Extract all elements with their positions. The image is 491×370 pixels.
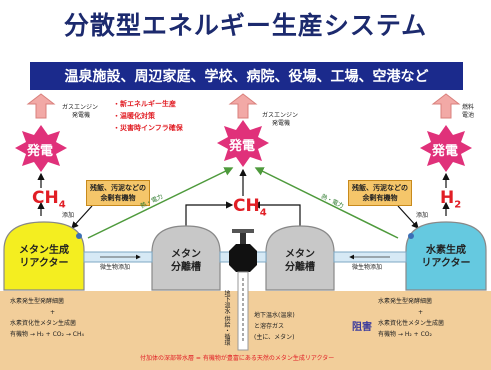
- gas-left: CH4: [32, 188, 66, 211]
- benefit-item: ・新エネルギー生産: [113, 100, 176, 108]
- methane-reactor-label: メタン生成 リアクター: [4, 244, 84, 270]
- bottom-left-line1: 水素発生型発酵細菌: [10, 298, 65, 305]
- gas-engine-left-line2: 発電機: [72, 112, 91, 119]
- separator-left-label: メタン 分離槽: [152, 248, 220, 274]
- up-arrow-right: [431, 93, 461, 119]
- gas-engine-center: ガスエンジン 発電機: [262, 112, 298, 128]
- separator-left-line2: 分離槽: [171, 262, 201, 273]
- benefit-item: ・温暖化対策: [113, 112, 155, 120]
- burst-left-label: 発電: [27, 144, 54, 159]
- benefit-list: ・新エネルギー生産 ・温暖化対策 ・災害時インフラ確保: [113, 98, 183, 134]
- separator-right-line1: メタン: [285, 249, 315, 260]
- tank-hydrogen-reactor: [405, 221, 487, 291]
- gas-engine-center-line2: 発電機: [272, 120, 291, 127]
- gas-engine-left: ガスエンジン 発電機: [62, 104, 98, 120]
- burst-left: [15, 125, 67, 172]
- bottom-right-line1: 水素発生型発酵細菌: [378, 298, 433, 305]
- hydrogen-reactor-label: 水素生成 リアクター: [406, 244, 486, 270]
- bottom-left-line2: +: [50, 309, 56, 316]
- microbe-flow-left: 微生物添加: [100, 264, 131, 271]
- up-arrow-center: [228, 93, 258, 119]
- gas-right: H2: [440, 188, 462, 211]
- organic-waste-right-line2: 余剰有機物: [362, 194, 398, 202]
- bottom-center-line3: (主に、メタン): [254, 334, 295, 341]
- tank-methane-reactor: [3, 221, 85, 291]
- benefit-item: ・災害時インフラ確保: [113, 124, 183, 132]
- obstacle-label: 阻害: [352, 322, 372, 333]
- bottom-right-line3: 水素資化性メタン生成菌: [378, 320, 445, 327]
- fuel-cell-line1: 燃料: [462, 104, 475, 111]
- methane-reactor-line2: リアクター: [19, 258, 69, 269]
- add-label-right: 添加: [416, 212, 429, 219]
- separator-left-line1: メタン: [171, 249, 201, 260]
- hydrogen-reactor-line1: 水素生成: [426, 245, 466, 256]
- organic-waste-left-line1: 残飯、汚泥などの: [90, 184, 146, 192]
- burst-right: [420, 125, 472, 172]
- methane-reactor-line1: メタン生成: [19, 245, 69, 256]
- tank-separator-left: [151, 225, 221, 291]
- gas-engine-center-line1: ガスエンジン: [262, 112, 299, 119]
- burst-center-label: 発電: [229, 139, 256, 154]
- burst-center: [217, 120, 269, 167]
- organic-waste-left-line2: 余剰有機物: [100, 194, 136, 202]
- tank-separator-right: [265, 225, 335, 291]
- bottom-right-line2: +: [418, 309, 424, 316]
- gas-center: CH4: [233, 196, 267, 219]
- separator-right-line2: 分離槽: [285, 262, 315, 273]
- burst-right-label: 発電: [432, 144, 459, 159]
- bottom-left-text: 水素発生型発酵細菌 + 水素資化性メタン生成菌 有機物 → H₂ + CO₂ →…: [10, 296, 84, 340]
- separator-right-label: メタン 分離槽: [266, 248, 334, 274]
- page-title: 分散型エネルギー生産システム: [63, 11, 428, 40]
- bottom-right-line4: 有機物 → H₂ + CO₂: [378, 331, 432, 338]
- bottom-center-text: 地下温水(温泉) と溶存ガス (主に、メタン): [254, 310, 295, 343]
- valve: [229, 244, 257, 272]
- organic-waste-left: 残飯、汚泥などの 余剰有機物: [86, 180, 150, 206]
- up-arrow-left: [26, 93, 56, 119]
- pipe-label: 地下温水 供給・循環: [222, 290, 230, 346]
- bottom-center-line1: 地下温水(温泉): [254, 312, 295, 319]
- fuel-cell-line2: 電池: [462, 112, 475, 119]
- bottom-left-line4: 有機物 → H₂ + CO₂ → CH₄: [10, 331, 84, 338]
- hydrogen-reactor-line2: リアクター: [421, 258, 471, 269]
- add-label-left: 添加: [62, 212, 75, 219]
- pipe-label-line1: 地下温水: [223, 290, 230, 314]
- organic-waste-right-line1: 残飯、汚泥などの: [352, 184, 408, 192]
- bottom-center-line2: と溶存ガス: [254, 323, 285, 330]
- facilities-banner: 温泉施設、周辺家庭、学校、病院、役場、工場、空港など: [30, 62, 463, 90]
- gas-engine-left-line1: ガスエンジン: [62, 104, 99, 111]
- microbe-flow-right: 微生物添加: [352, 264, 383, 271]
- bottom-note: 付加体の深部帯水層 = 有機物が豊富にある天然のメタン生成リアクター: [140, 355, 335, 362]
- fuel-cell-right: 燃料 電池: [462, 104, 474, 120]
- bottom-left-line3: 水素資化性メタン生成菌: [10, 320, 77, 327]
- pipe-label-line2: 供給・循環: [223, 315, 230, 346]
- organic-waste-right: 残飯、汚泥などの 余剰有機物: [348, 180, 412, 206]
- bottom-right-text: 水素発生型発酵細菌 + 水素資化性メタン生成菌 有機物 → H₂ + CO₂: [378, 296, 444, 340]
